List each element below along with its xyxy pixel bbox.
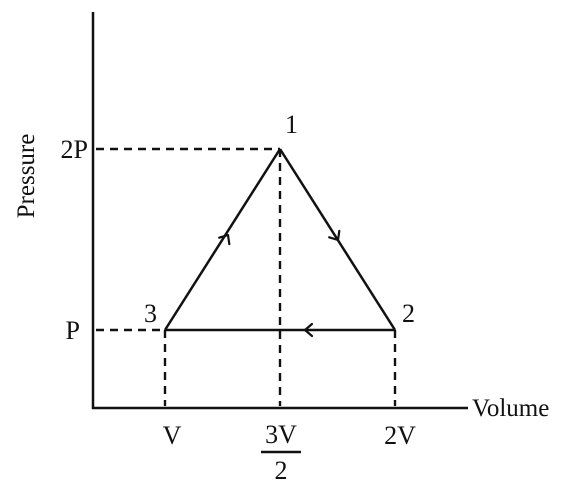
- x-axis-label: Volume: [472, 395, 549, 422]
- process-3-to-1: [163, 148, 282, 331]
- y-axis-label: Pressure: [13, 134, 40, 219]
- x-tick-3v-denominator: 2: [275, 456, 288, 485]
- x-tick-3v-numerator: 3V: [265, 420, 297, 449]
- y-tick-2p: 2P: [61, 135, 88, 164]
- x-tick-v: V: [163, 421, 182, 450]
- x-tick-2v: 2V: [384, 421, 416, 450]
- y-tick-p: P: [66, 316, 80, 345]
- point-label-1: 1: [285, 110, 298, 139]
- point-label-3: 3: [144, 299, 157, 328]
- point-label-2: 2: [402, 299, 415, 328]
